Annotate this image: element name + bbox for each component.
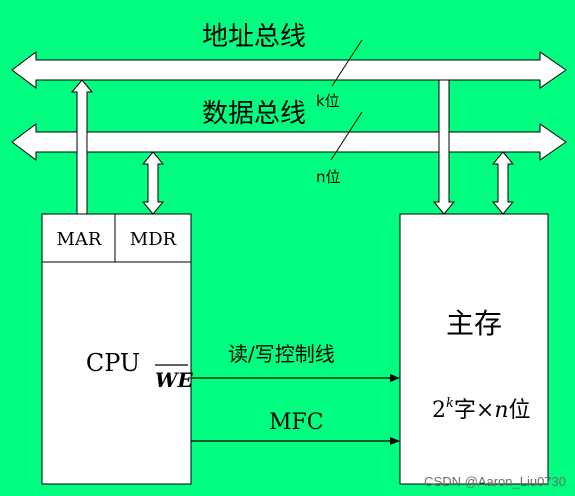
cpu-box xyxy=(41,213,192,485)
mdr-data-bus-arrow xyxy=(141,151,165,215)
address-bus-arrow xyxy=(11,51,567,89)
rw-control-arrowhead xyxy=(390,374,400,382)
data-bus-label: 数据总线 xyxy=(202,99,306,129)
capacity-unit: 字 xyxy=(454,398,476,423)
capacity-base: 2 xyxy=(432,398,446,423)
mfc-label: MFC xyxy=(269,410,324,435)
memory-label: 主存 xyxy=(446,307,502,340)
mar-label: MAR xyxy=(57,229,102,250)
memory-data-bus-arrow xyxy=(491,151,515,215)
capacity-exp: k xyxy=(446,396,454,411)
mfc-arrowhead xyxy=(390,437,400,445)
data-bus-arrow xyxy=(11,123,567,161)
address-bus-width-slash xyxy=(331,39,363,87)
capacity-width-var: n xyxy=(494,398,508,423)
address-bus-to-memory-arrow xyxy=(432,79,456,215)
data-bus-width-slash xyxy=(330,111,363,161)
cpu-label: CPU xyxy=(86,349,140,377)
watermark: CSDN @Aaron_Liu0730 xyxy=(424,474,566,489)
data-bus-width-label: n位 xyxy=(316,168,341,186)
memory-box xyxy=(399,213,549,485)
rw-control-label: 读/写控制线 xyxy=(228,342,335,366)
memory-capacity: 2k字×n位 xyxy=(432,396,531,423)
mdr-label: MDR xyxy=(130,229,177,250)
address-bus-width-label: k位 xyxy=(316,92,340,110)
capacity-times: × xyxy=(476,398,494,423)
address-bus-label: 地址总线 xyxy=(202,22,306,52)
capacity-width-unit: 位 xyxy=(509,398,531,423)
we-label: WE xyxy=(155,368,193,392)
